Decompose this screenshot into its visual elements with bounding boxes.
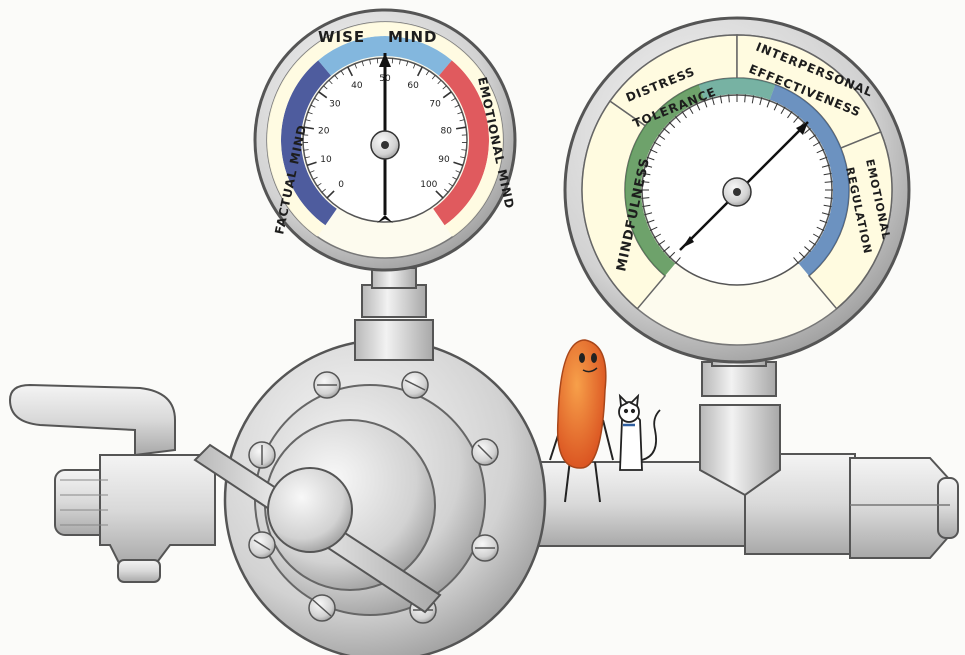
scale-label: 100: [420, 180, 437, 190]
scale-label: 90: [438, 155, 450, 165]
scale-label: 10: [320, 155, 332, 165]
scale-label: 0: [338, 180, 344, 190]
scale-label: 70: [429, 100, 441, 110]
left-gauge-stem: [355, 268, 433, 360]
regulator-body: [195, 340, 545, 655]
scale-label: 20: [318, 126, 330, 136]
scale-label: 30: [329, 100, 341, 110]
tick-mark: [825, 182, 833, 183]
scale-label: 60: [407, 81, 419, 91]
left-gauge: 0102030405060708090100 WISE MIND FACTUAL…: [255, 10, 517, 270]
scale-label: 80: [441, 126, 453, 136]
tick-mark: [825, 198, 833, 199]
cat-character: [619, 396, 660, 470]
wise-label: WISE: [318, 28, 365, 46]
tick-mark: [729, 94, 730, 102]
mind-label: MIND: [388, 28, 438, 46]
right-gauge: MINDFULNESS DISTRESS TOLERANCE INTERPERS…: [565, 18, 909, 362]
scale-label: 40: [351, 81, 363, 91]
tick-mark: [745, 94, 746, 102]
faucet: [10, 385, 215, 582]
